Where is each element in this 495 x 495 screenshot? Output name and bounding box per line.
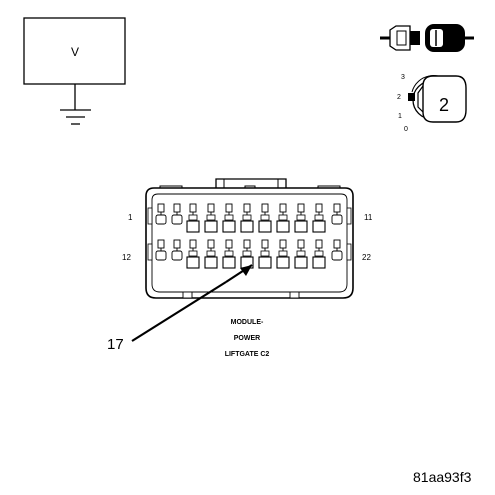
cavity-12	[155, 239, 167, 261]
cavity-9	[294, 203, 308, 233]
connector-cavities	[155, 203, 343, 269]
connector-name-line-1: MODULE-	[231, 319, 264, 326]
cavity-21	[312, 239, 326, 269]
switch-position-1: 1	[398, 113, 402, 120]
cavity-1	[155, 203, 167, 225]
connector-name-line-2: POWER	[234, 335, 260, 342]
pin-callout	[131, 264, 253, 342]
cavity-3	[186, 203, 200, 233]
cavity-13	[171, 239, 183, 261]
cavity-label-11: 11	[364, 213, 373, 222]
switch-position-0: 0	[404, 126, 408, 133]
cavity-14	[186, 239, 200, 269]
cavity-15	[204, 239, 218, 269]
cavity-4	[204, 203, 218, 233]
cavity-label-12: 12	[122, 253, 131, 262]
cavity-22	[331, 239, 343, 261]
voltmeter-icon: V	[23, 17, 126, 110]
figure-id: 81aa93f3	[413, 469, 472, 485]
connector-disconnect-icon	[380, 24, 474, 52]
connector-name-line-3: LIFTGATE C2	[225, 351, 270, 358]
connector-face	[145, 178, 354, 299]
callout-pin-number: 17	[107, 336, 124, 353]
switch-position-3: 3	[401, 74, 405, 81]
switch-selected-position: 2	[439, 95, 449, 115]
cavity-2	[171, 203, 183, 225]
cavity-7	[258, 203, 272, 233]
cavity-19	[276, 239, 290, 269]
cavity-8	[276, 203, 290, 233]
cavity-6	[240, 203, 254, 233]
switch-position-2: 2	[397, 94, 401, 101]
cavity-5	[222, 203, 236, 233]
cavity-18	[258, 239, 272, 269]
cavity-11	[331, 203, 343, 225]
cavity-16	[222, 239, 236, 269]
cavity-label-1: 1	[128, 213, 133, 222]
cavity-label-22: 22	[362, 253, 371, 262]
meter-symbol: V	[71, 45, 79, 59]
ignition-key-icon: 3 2 1 0 2	[397, 74, 467, 133]
cavity-10	[312, 203, 326, 233]
cavity-20	[294, 239, 308, 269]
ground-icon	[60, 109, 91, 125]
